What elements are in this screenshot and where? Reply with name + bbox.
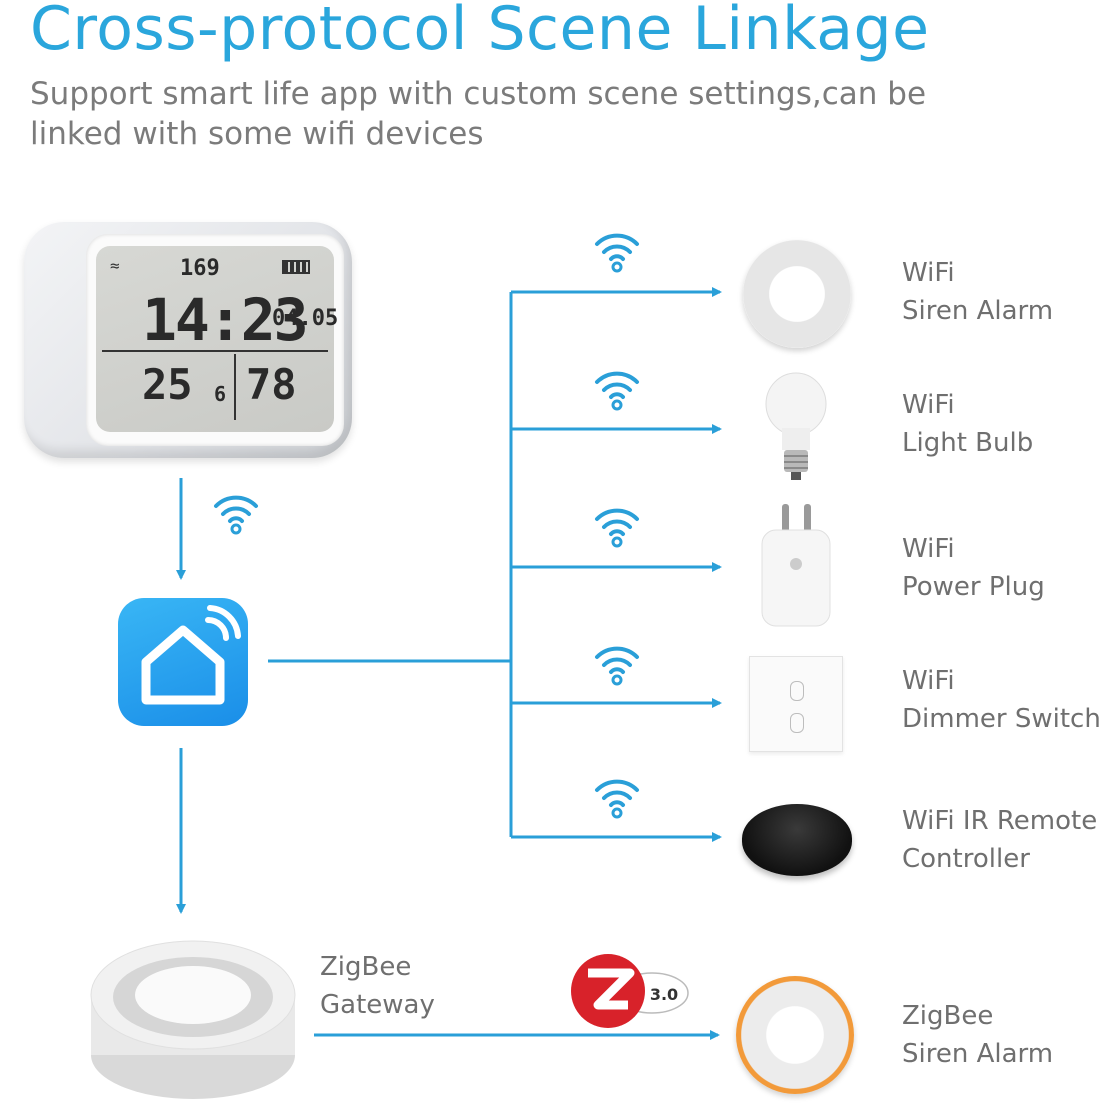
- lcd-humidity: 78: [246, 360, 297, 409]
- wifi-icon: [595, 646, 639, 686]
- zigbee-version-badge: 3.0: [650, 985, 678, 1004]
- dimmer-button-down-icon: [790, 713, 804, 733]
- temperature-humidity-clock: ≈ 169 14:23 04.05 25 6 78: [24, 222, 352, 458]
- lcd-top-value: 169: [180, 256, 220, 281]
- home-icon: [141, 605, 241, 705]
- zigbee-logo-icon: 3.0: [571, 954, 689, 1028]
- lcd-time: 14:23: [142, 286, 309, 354]
- wifi-ir-remote-image: [742, 804, 852, 876]
- smart-life-app-icon: [118, 598, 248, 726]
- wifi-siren-image: [743, 240, 851, 348]
- lcd-display: ≈ 169 14:23 04.05 25 6 78: [96, 246, 338, 432]
- zigbee-siren-image: [736, 976, 854, 1094]
- lcd-divider-horizontal: [102, 350, 328, 352]
- wifi-dimmer-switch-image: [749, 656, 843, 752]
- clock-screen-frame: ≈ 169 14:23 04.05 25 6 78: [86, 234, 344, 446]
- light-bulb-icon: [765, 372, 827, 480]
- wifi-icon: [595, 371, 639, 411]
- gateway-icon: [90, 940, 296, 1099]
- page-subtitle: Support smart life app with custom scene…: [30, 76, 927, 152]
- zigbee-gateway-device: [88, 935, 298, 1105]
- wifi-icon: [595, 508, 639, 548]
- wifi-plug-image: [760, 504, 832, 633]
- wifi-icon: [595, 779, 639, 819]
- wifi-icon: [595, 233, 639, 273]
- lcd-temperature: 25: [142, 360, 193, 409]
- wifi-icon: [214, 495, 258, 535]
- lcd-date: 04.05: [272, 306, 339, 331]
- lcd-temperature-decimal: 6: [214, 382, 227, 406]
- page-title: Cross-protocol Scene Linkage: [30, 0, 930, 64]
- power-plug-icon: [761, 504, 831, 627]
- wifi-bulb-image: [764, 372, 828, 489]
- lcd-divider-vertical: [234, 354, 236, 420]
- dimmer-button-up-icon: [790, 681, 804, 701]
- lcd-wifi-icon: ≈: [110, 256, 120, 275]
- lcd-battery-icon: [282, 260, 310, 274]
